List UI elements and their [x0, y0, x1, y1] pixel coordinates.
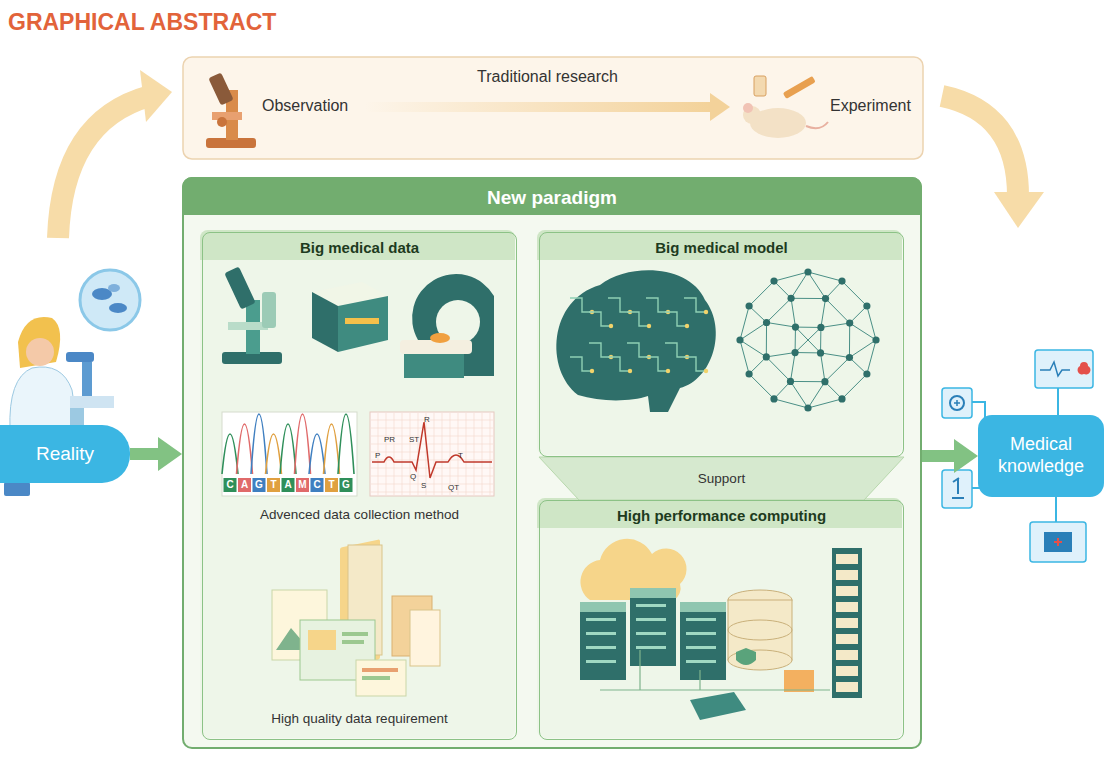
node-caption: Advenced data collection method: [203, 507, 516, 523]
connector: [130, 437, 182, 471]
base-letter: A: [282, 480, 295, 490]
base-letter: G: [340, 480, 353, 490]
base-letter: M: [296, 480, 309, 490]
node-caption: High quality data requirement: [203, 711, 516, 727]
base-letter: A: [238, 480, 251, 490]
node-heading: Big medical data: [203, 239, 516, 257]
ecg-mark: T: [458, 452, 463, 460]
base-letter: T: [325, 480, 338, 490]
ecg-mark: R: [424, 416, 430, 424]
node-heading: High performance computing: [540, 507, 903, 525]
connector-label: Support: [698, 472, 745, 486]
connector: [922, 439, 978, 473]
ecg-mark: PR: [384, 436, 395, 444]
node-heading: Reality: [28, 439, 102, 470]
node-heading: Medical knowledge: [978, 430, 1104, 481]
node-heading: Big medical model: [540, 239, 903, 257]
connector: [365, 93, 730, 121]
base-letter: T: [267, 480, 280, 490]
computing-panel: High performance computing: [539, 500, 904, 740]
node-heading: Experiment: [830, 96, 911, 115]
node-heading: New paradigm: [184, 187, 920, 210]
knowledge-box: Medical knowledge: [978, 415, 1104, 497]
ecg-mark: Q: [410, 473, 416, 481]
node-heading: Observation: [262, 96, 348, 115]
ecg-mark: S: [421, 482, 426, 490]
diagram-title: GRAPHICAL ABSTRACT: [8, 9, 276, 37]
base-letter: G: [253, 480, 266, 490]
experiment-node: Experiment: [730, 64, 915, 150]
reality-box: Reality: [0, 425, 130, 483]
paradigm-panel: New paradigmBig medical dataAdvenced dat…: [182, 177, 922, 749]
connector: [539, 457, 904, 500]
data-panel: Big medical dataAdvenced data collection…: [202, 232, 517, 740]
ecg-mark: QT: [448, 484, 459, 492]
base-letter: C: [311, 480, 324, 490]
model-panel: Big medical model: [539, 232, 904, 457]
base-letter: C: [224, 480, 237, 490]
connector-label: Traditional research: [477, 69, 618, 85]
ecg-mark: ST: [409, 436, 419, 444]
ecg-mark: P: [375, 452, 380, 460]
observation-node: Observation: [200, 64, 365, 150]
